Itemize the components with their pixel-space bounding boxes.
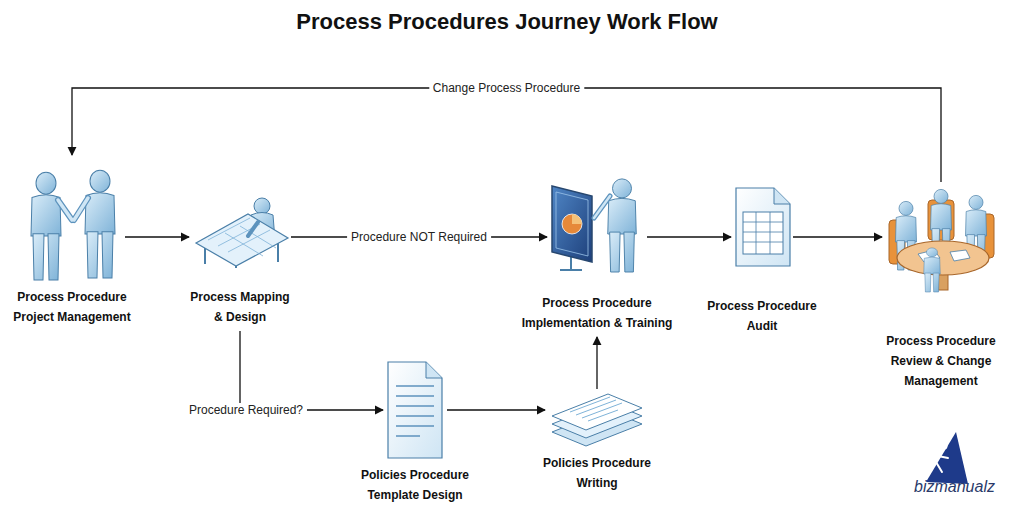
flow-arrow xyxy=(596,337,597,389)
flow-arrow xyxy=(125,236,189,237)
diagram-title: Process Procedures Journey Work Flow xyxy=(0,8,1014,36)
process-step: Process Procedure Project Management xyxy=(22,158,122,283)
flow-arrow xyxy=(647,236,731,237)
logo-text: bizmanualz xyxy=(914,478,995,496)
step-label: Process Mapping & Design xyxy=(187,287,293,327)
step-label: Process Procedure Review & Change Manage… xyxy=(879,331,1004,391)
audit-document xyxy=(736,188,790,266)
process-step: Process Procedure Audit xyxy=(734,186,790,268)
step-label: Policies Procedure Writing xyxy=(535,453,660,493)
handshake-figure xyxy=(31,170,115,280)
step-label: Process Procedure Implementation & Train… xyxy=(515,293,680,333)
flow-arrow xyxy=(240,331,383,410)
edge-label: Procedure NOT Required xyxy=(347,230,491,244)
logo-mark xyxy=(926,432,968,484)
edge-label: Change Process Procedure xyxy=(429,81,584,95)
flow-arrow xyxy=(447,409,545,410)
process-step: Policies Procedure Template Design xyxy=(386,360,444,460)
meeting-figure xyxy=(889,189,994,292)
template-document xyxy=(388,362,442,458)
stacked-pages xyxy=(552,394,642,446)
process-step: Process Procedure Review & Change Manage… xyxy=(885,185,997,293)
process-step: Process Procedure Implementation & Train… xyxy=(550,180,644,270)
step-label: Process Procedure Project Management xyxy=(5,287,140,327)
presentation-figure xyxy=(552,179,636,272)
flow-arrow xyxy=(793,236,882,237)
drafting-desk-figure xyxy=(196,198,288,268)
process-step: Policies Procedure Writing xyxy=(548,392,646,450)
process-step: Process Mapping & Design xyxy=(192,200,288,268)
edge-label: Procedure Required? xyxy=(185,403,307,417)
step-label: Process Procedure Audit xyxy=(700,296,825,336)
flow-arrow xyxy=(72,88,941,182)
step-label: Policies Procedure Template Design xyxy=(353,465,478,505)
